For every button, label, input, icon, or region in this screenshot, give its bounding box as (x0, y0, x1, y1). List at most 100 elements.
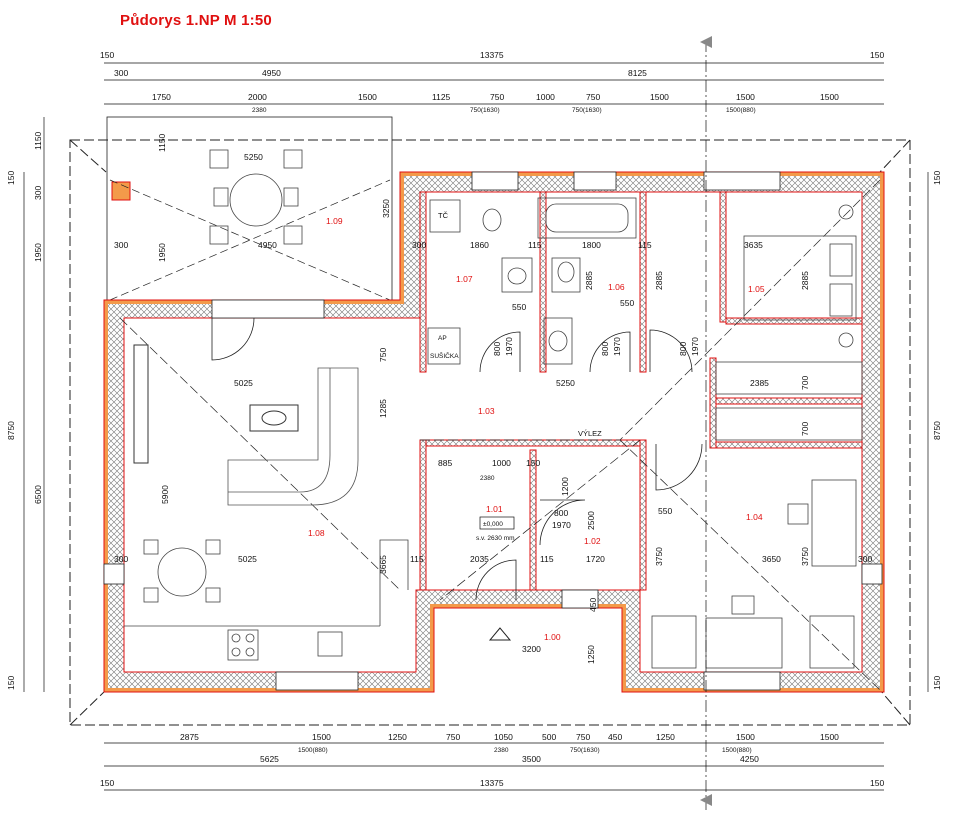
dim-text: 150 (870, 50, 884, 60)
dim-text: 700 (800, 422, 810, 436)
dim-text: 150 (932, 676, 942, 690)
dim-text: 750 (490, 92, 504, 102)
dim-text: 5025 (238, 554, 257, 564)
sofa (227, 367, 359, 506)
dim-text: 150 (870, 778, 884, 788)
dimension-lines (23, 40, 929, 810)
dim-text: 1000 (492, 458, 511, 468)
dim-text: 2500 (586, 511, 596, 530)
dim-text: 150 (100, 50, 114, 60)
terrace-dining-set (209, 149, 303, 245)
dim-text: 5250 (556, 378, 575, 388)
dim-text: 5625 (260, 754, 279, 764)
dim-text: 1500 (358, 92, 377, 102)
room-number: 1.01 (486, 504, 503, 514)
dim-text: 2000 (248, 92, 267, 102)
dim-text: 300 (114, 68, 128, 78)
dim-subtext: 1500(880) (726, 107, 756, 114)
dim-text: 1285 (378, 399, 388, 418)
dim-text: 1150 (33, 131, 43, 150)
dim-text: 115 (638, 240, 652, 250)
dim-subtext: 1500(880) (298, 747, 328, 754)
dim-text: 1500 (312, 732, 331, 742)
roof-outline (69, 139, 911, 726)
dim-text: 1860 (470, 240, 489, 250)
dim-text: 1250 (586, 645, 596, 664)
dim-text: 300 (858, 554, 872, 564)
bath-fixtures (427, 197, 637, 365)
level-box (479, 516, 515, 530)
dim-text: 150 (6, 171, 16, 185)
dim-text: 3665 (378, 555, 388, 574)
ap-label: AP (438, 335, 447, 342)
dim-text: 550 (620, 298, 634, 308)
dim-text: 5250 (244, 152, 263, 162)
dim-text: 1800 (582, 240, 601, 250)
dim-text: 8750 (932, 421, 942, 440)
dim-subtext: 2380 (252, 107, 267, 114)
dim-text: 4950 (258, 240, 277, 250)
dim-text: 8750 (6, 421, 16, 440)
dim-text: 1750 (152, 92, 171, 102)
dim-text: 115 (528, 240, 542, 250)
dim-text: 1050 (494, 732, 513, 742)
attic-hatch-label: VÝLEZ (578, 429, 602, 438)
top-dims: 150 13375 150 300 4950 8125 1750 2000 15… (100, 50, 884, 114)
dim-text: 1250 (388, 732, 407, 742)
dim-subtext: 750(1630) (570, 747, 600, 754)
dim-text: 8125 (628, 68, 647, 78)
dim-text: 150 (932, 171, 942, 185)
dim-text: 5025 (234, 378, 253, 388)
room-number: 1.03 (478, 406, 495, 416)
room-number: 1.04 (746, 512, 763, 522)
dim-text: 1250 (656, 732, 675, 742)
dim-text: 3650 (762, 554, 781, 564)
dim-text: 150 (526, 458, 540, 468)
dining-set-living (143, 539, 221, 603)
dim-text: 115 (410, 554, 424, 564)
dim-text: 1150 (157, 133, 167, 152)
dim-text: 1500 (650, 92, 669, 102)
dim-text: 550 (512, 302, 526, 312)
dim-text: 2380 (480, 475, 495, 482)
room-number: 1.09 (326, 216, 343, 226)
coffee-table (249, 404, 299, 432)
terrace (106, 116, 393, 303)
dim-subtext: 2380 (494, 747, 509, 754)
room-number: 1.08 (308, 528, 325, 538)
dim-text: 2385 (750, 378, 769, 388)
dim-text: 6500 (33, 485, 43, 504)
dim-text: 4250 (740, 754, 759, 764)
dim-text: 1970 (690, 337, 700, 356)
windows (103, 171, 883, 691)
dim-text: 3635 (744, 240, 763, 250)
room-numbers: 1.09 1.07 1.06 1.05 1.03 1.08 1.01 1.02 … (308, 216, 765, 642)
plan-labels: TČ AP SUŠIČKA VÝLEZ ±0,000 s.v. 2630 mm (430, 211, 602, 542)
dim-text: 3750 (800, 547, 810, 566)
dim-text: 700 (800, 376, 810, 390)
dim-subtext: 750(1630) (470, 107, 500, 114)
dim-subtext: 1500(880) (722, 747, 752, 754)
room-number: 1.05 (748, 284, 765, 294)
dim-text: 300 (114, 554, 128, 564)
dim-text: 550 (658, 506, 672, 516)
dim-text: 150 (6, 676, 16, 690)
dim-text: 1200 (560, 477, 570, 496)
dim-text: 3250 (381, 199, 391, 218)
dim-text: 1500 (736, 732, 755, 742)
bottom-dims: 2875 1500 1250 750 1050 500 750 450 1250… (100, 732, 884, 788)
dim-text: 300 (33, 186, 43, 200)
dim-text: 500 (542, 732, 556, 742)
dim-text: 1125 (432, 92, 451, 102)
dryer-label: SUŠIČKA (430, 351, 459, 360)
dim-text: 750 (586, 92, 600, 102)
dim-text: 300 (114, 240, 128, 250)
interior-walls (419, 191, 863, 591)
dim-text: 750 (378, 348, 388, 362)
level-label: ±0,000 (483, 521, 503, 528)
dim-text: 750 (446, 732, 460, 742)
doors (211, 317, 703, 601)
dim-text: 800 (492, 342, 502, 356)
dim-text: 2035 (470, 554, 489, 564)
